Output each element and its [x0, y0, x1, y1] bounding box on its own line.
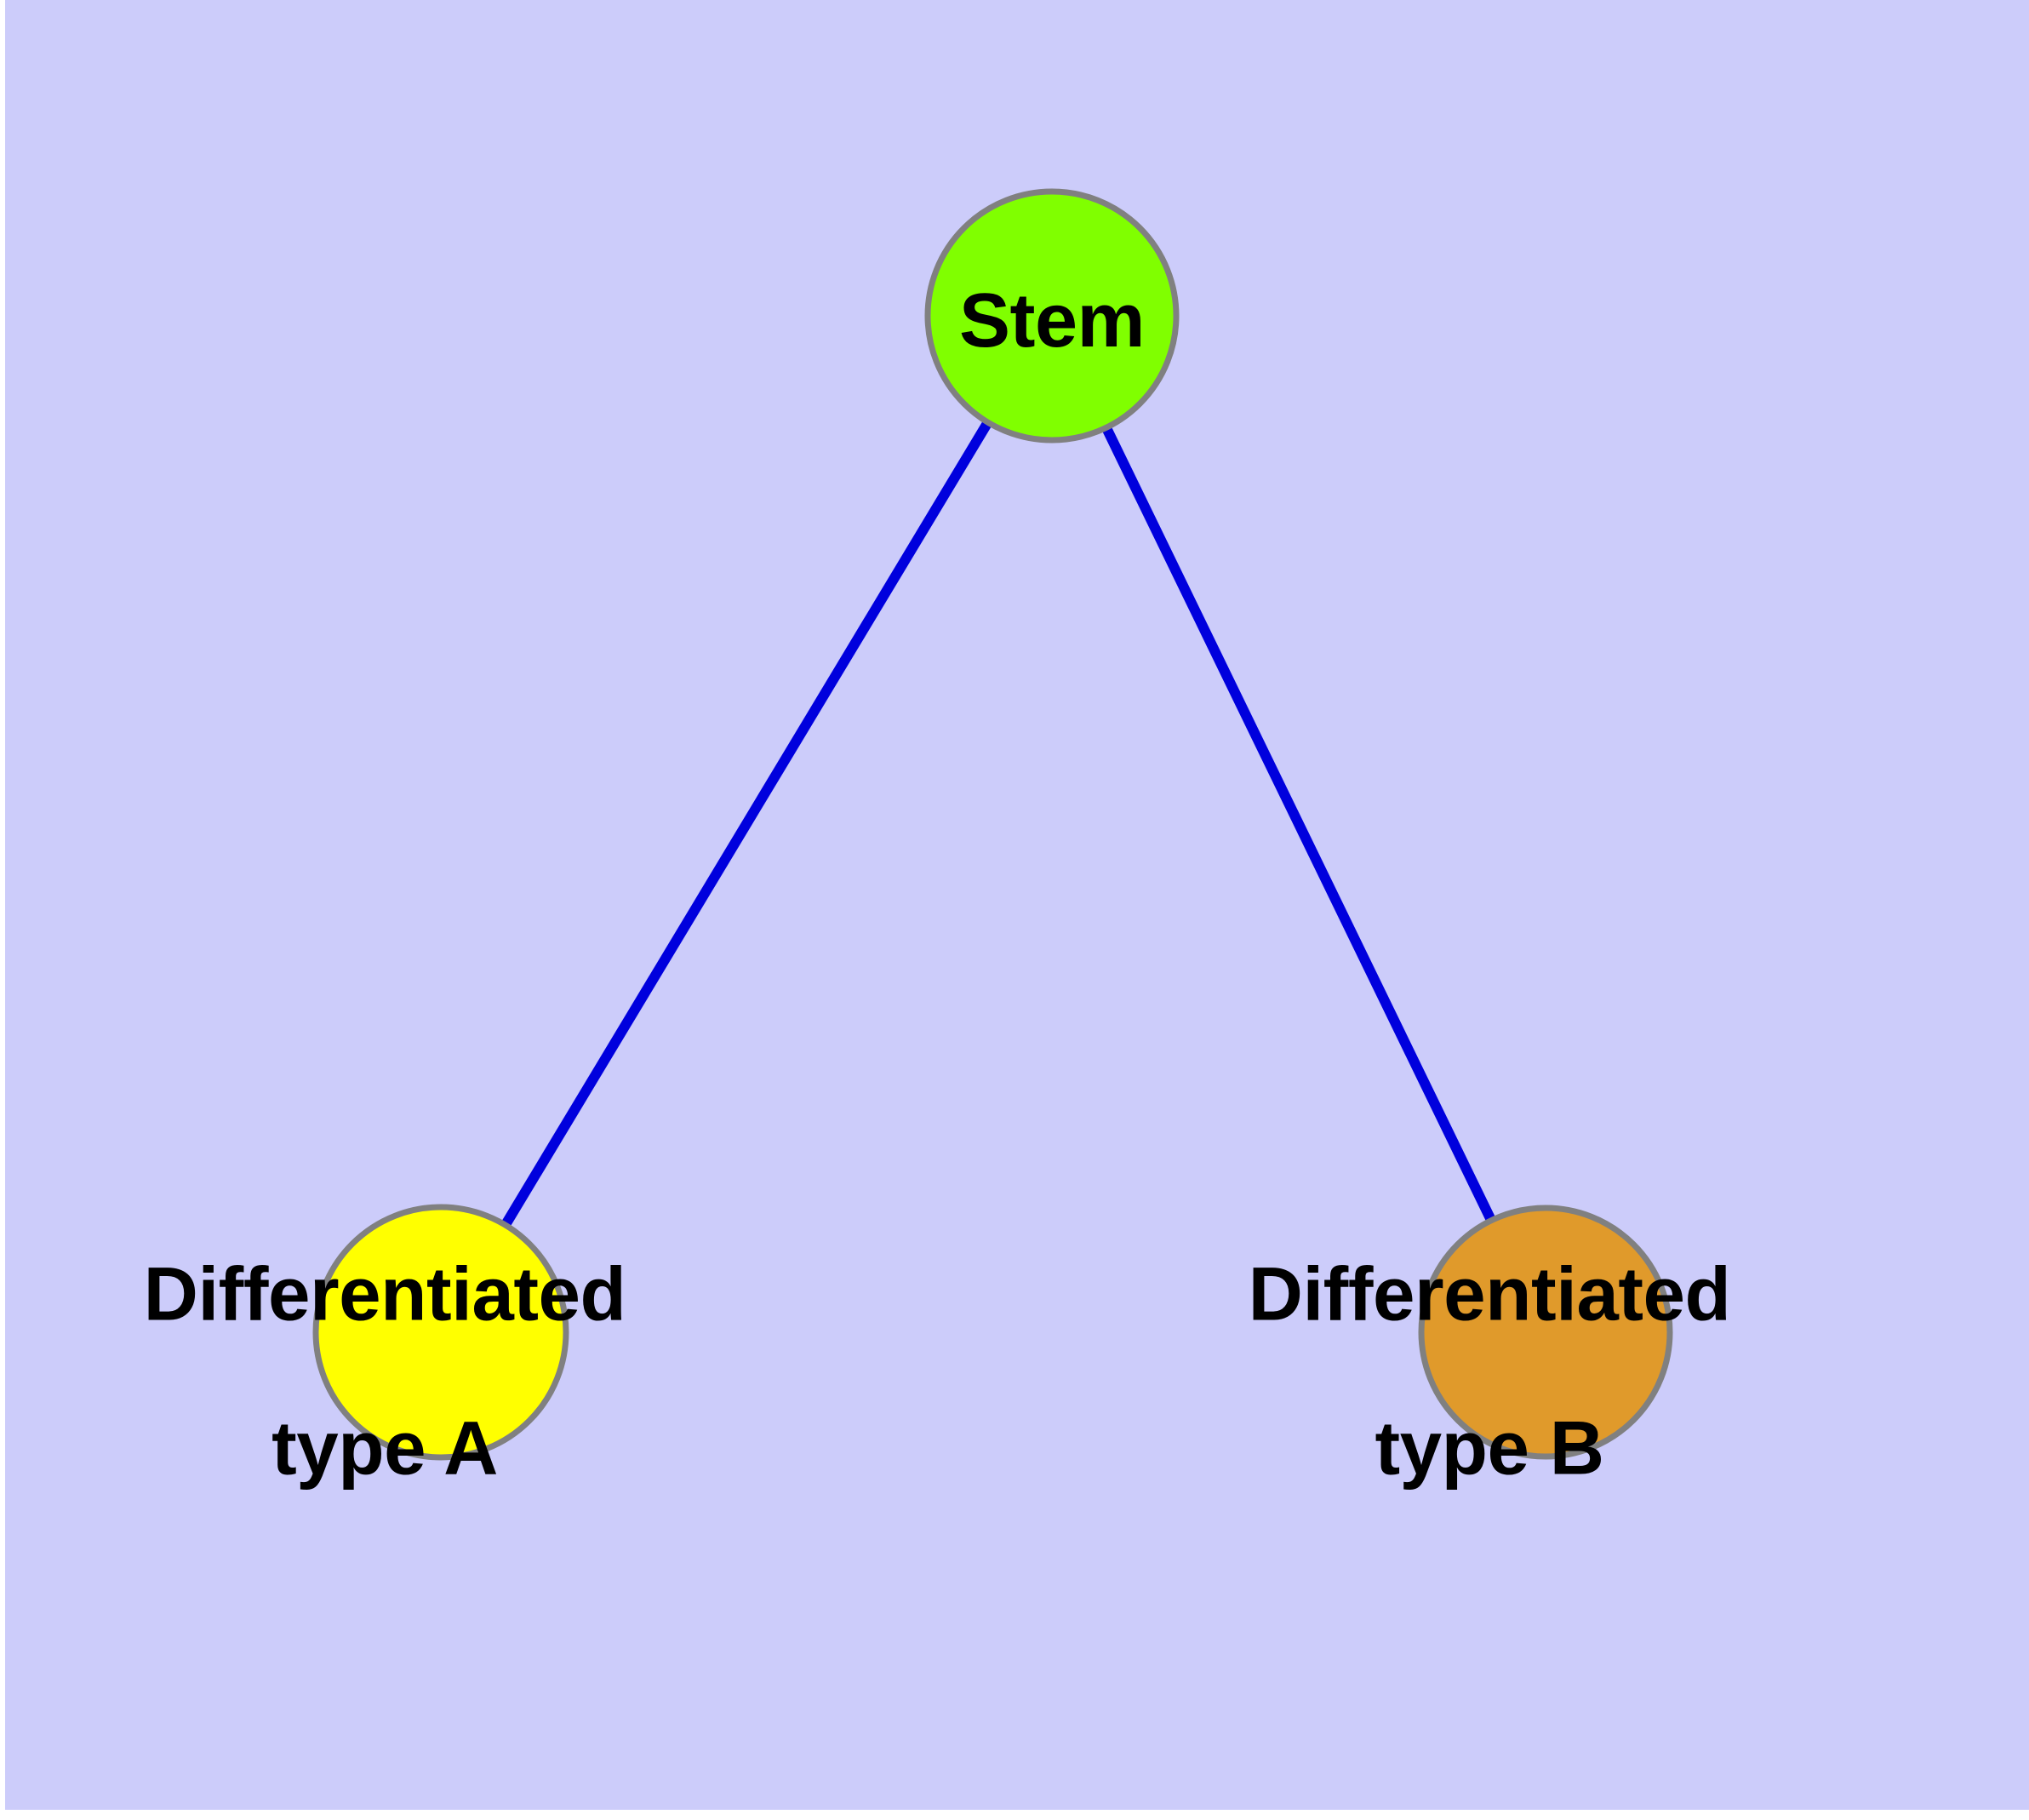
edge-group	[436, 312, 1551, 1336]
edge-stem-to-type-a[interactable]	[436, 312, 1057, 1336]
node-differentiated-type-a[interactable]	[312, 1204, 569, 1461]
node-differentiated-type-b[interactable]	[1418, 1205, 1673, 1460]
edge-stem-to-type-b[interactable]	[1047, 313, 1551, 1335]
node-stem[interactable]	[924, 188, 1180, 444]
node-group	[312, 188, 1673, 1461]
